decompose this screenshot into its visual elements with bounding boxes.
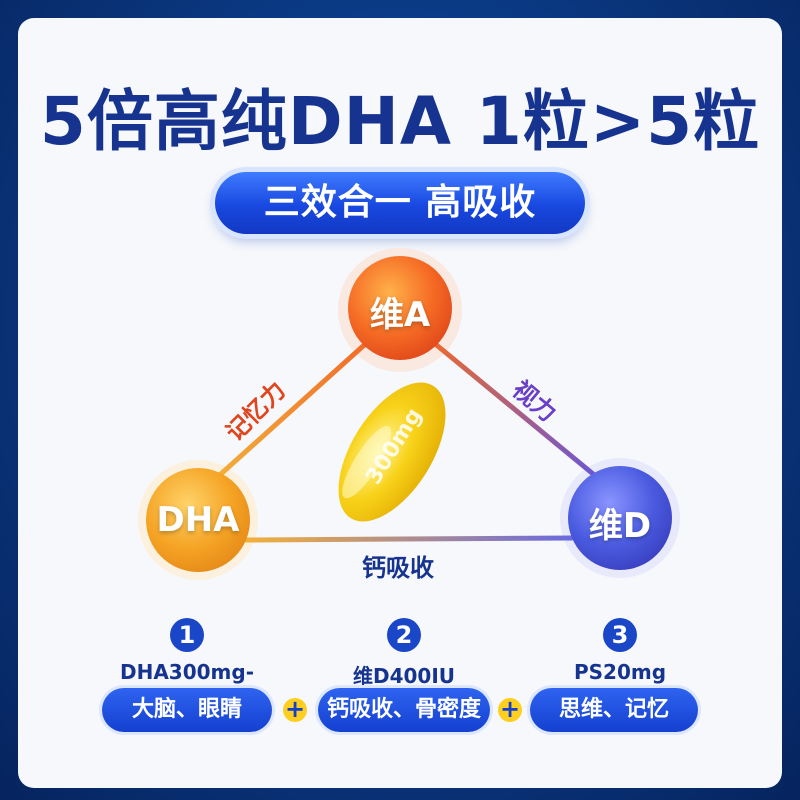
item-number: 2 bbox=[387, 618, 421, 652]
node-left bbox=[146, 468, 250, 572]
edge-bottom bbox=[243, 535, 575, 543]
node-top bbox=[348, 256, 452, 360]
subtitle-badge: 三效合一 高吸收 bbox=[215, 172, 585, 234]
item-2: 2 维D400IU bbox=[314, 618, 494, 689]
item-number: 3 bbox=[603, 618, 637, 652]
item-spec: PS20mg bbox=[573, 660, 667, 684]
plus-icon: + bbox=[498, 695, 522, 723]
item-3: 3 PS20mg bbox=[530, 618, 710, 684]
plus-icon: + bbox=[283, 695, 307, 723]
headline: 5倍高纯DHA 1粒>5粒 bbox=[39, 83, 761, 160]
node-right-label: 维D bbox=[588, 506, 652, 546]
edge-bottom-label: 钙吸收 bbox=[362, 554, 434, 582]
edge-right bbox=[425, 335, 601, 481]
node-right bbox=[568, 466, 672, 570]
edge-left bbox=[209, 335, 375, 485]
item-spec: DHA300mg- bbox=[119, 660, 255, 684]
item-1: 1 DHA300mg- bbox=[97, 618, 277, 684]
node-top-label: 维A bbox=[369, 295, 431, 335]
benefit-badge: 钙吸收、骨密度 bbox=[318, 688, 490, 732]
benefit-badge: 思维、记忆 bbox=[530, 688, 698, 732]
item-number: 1 bbox=[170, 618, 204, 652]
node-left-label: DHA bbox=[156, 500, 240, 540]
item-spec: 维D400IU bbox=[352, 664, 456, 688]
benefit-badge: 大脑、眼睛 bbox=[102, 688, 272, 732]
capsule-icon bbox=[338, 382, 446, 522]
